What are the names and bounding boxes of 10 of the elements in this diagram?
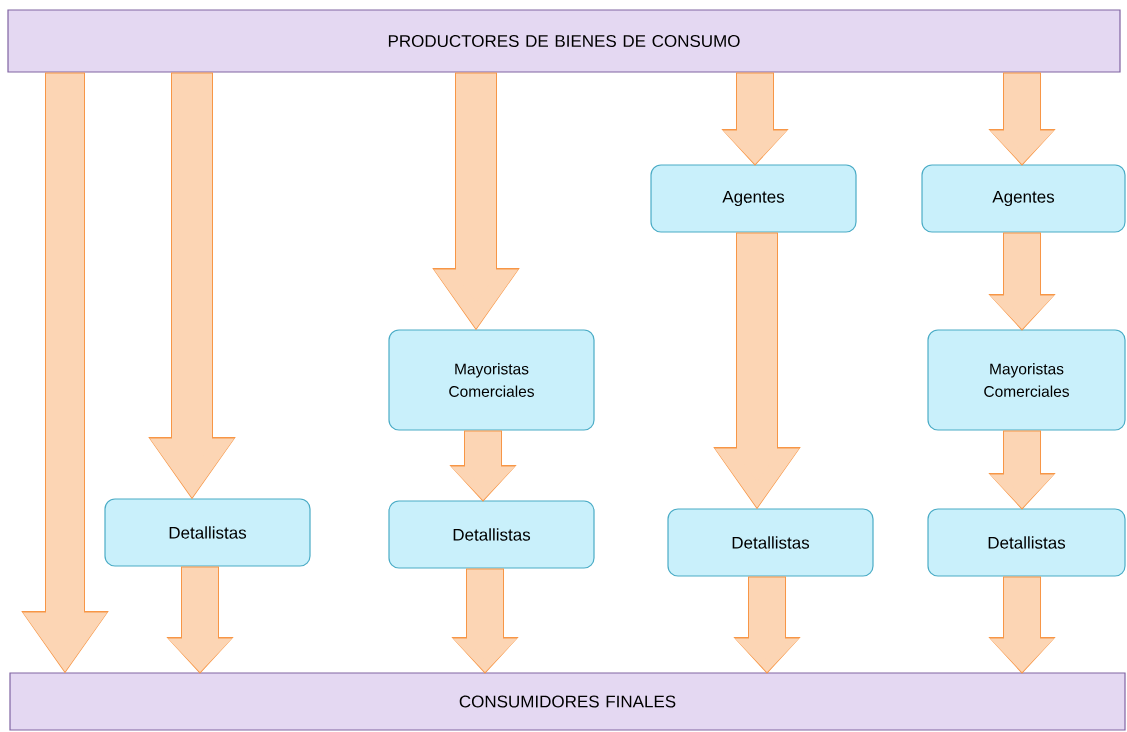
channel-box: Agentes	[650, 164, 857, 233]
channel-box: Detallistas	[927, 508, 1126, 577]
channel-box: Mayoristas Comerciales	[388, 329, 595, 431]
channel-box: Detallistas	[667, 508, 874, 577]
channel-box: Agentes	[921, 164, 1126, 233]
level-bar: PRODUCTORES DE BIENES DE CONSUMO	[7, 9, 1121, 73]
level-bar: CONSUMIDORES FINALES	[9, 672, 1126, 731]
channel-box: Detallistas	[388, 500, 595, 569]
channel-box: Mayoristas Comerciales	[927, 329, 1126, 431]
channel-box: Detallistas	[104, 498, 311, 567]
